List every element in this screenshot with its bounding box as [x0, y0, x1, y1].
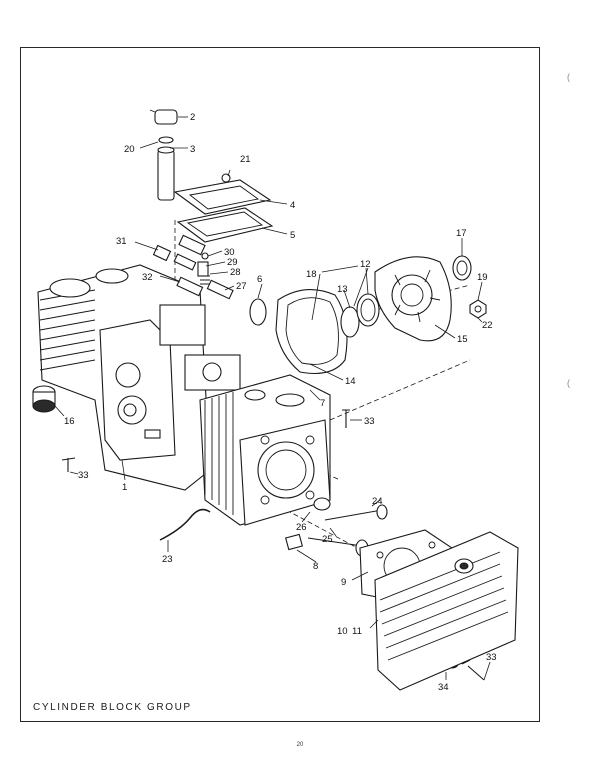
callout: 2 [190, 112, 195, 123]
alignment-line [330, 360, 470, 420]
breather-tube [150, 110, 177, 200]
tappet-cover [175, 174, 272, 242]
callout: 19 [477, 272, 488, 283]
callout: 23 [162, 554, 173, 565]
seal-ring [341, 307, 359, 337]
callout: 31 [116, 236, 127, 247]
seal-ring [250, 299, 266, 325]
callout: 18 [306, 269, 317, 280]
callout: 5 [290, 230, 295, 241]
callout: 3 [190, 144, 195, 155]
oil-line [160, 510, 210, 540]
nut [470, 300, 486, 318]
callout: 15 [457, 334, 468, 345]
callout: 33 [364, 416, 375, 427]
callout: 8 [313, 561, 318, 572]
callout: 27 [236, 281, 247, 292]
callout: 25 [322, 534, 333, 545]
bushing-16 [33, 386, 55, 412]
gear-cover-gasket [276, 290, 347, 374]
callout: 14 [345, 376, 356, 387]
bolt [462, 660, 484, 680]
bolt [342, 410, 350, 428]
callout: 33 [486, 652, 497, 663]
callout: 17 [456, 228, 467, 239]
callout: 7 [320, 398, 325, 409]
callout: 22 [482, 320, 493, 331]
page-number: 20 [0, 742, 600, 748]
callout: 32 [142, 272, 153, 283]
callout: 20 [124, 144, 135, 155]
callout: 26 [296, 522, 307, 533]
callout: 12 [360, 259, 371, 270]
bolt [62, 458, 75, 472]
figure-caption: CYLINDER BLOCK GROUP [33, 702, 192, 713]
callout: 24 [372, 496, 383, 507]
callout: 11 [352, 626, 362, 637]
callout: 33 [78, 470, 89, 481]
callout: 34 [438, 682, 449, 693]
callout: 4 [290, 200, 295, 211]
callout: 13 [337, 284, 348, 295]
callout: 10 [337, 626, 348, 637]
callout: 1 [122, 482, 127, 493]
callout: 28 [230, 267, 241, 278]
callout: 6 [257, 274, 262, 285]
callout: 21 [240, 154, 251, 165]
callout: 9 [341, 577, 346, 588]
oil-seal [453, 256, 471, 280]
cylinder [200, 375, 330, 525]
callout: 16 [64, 416, 75, 427]
